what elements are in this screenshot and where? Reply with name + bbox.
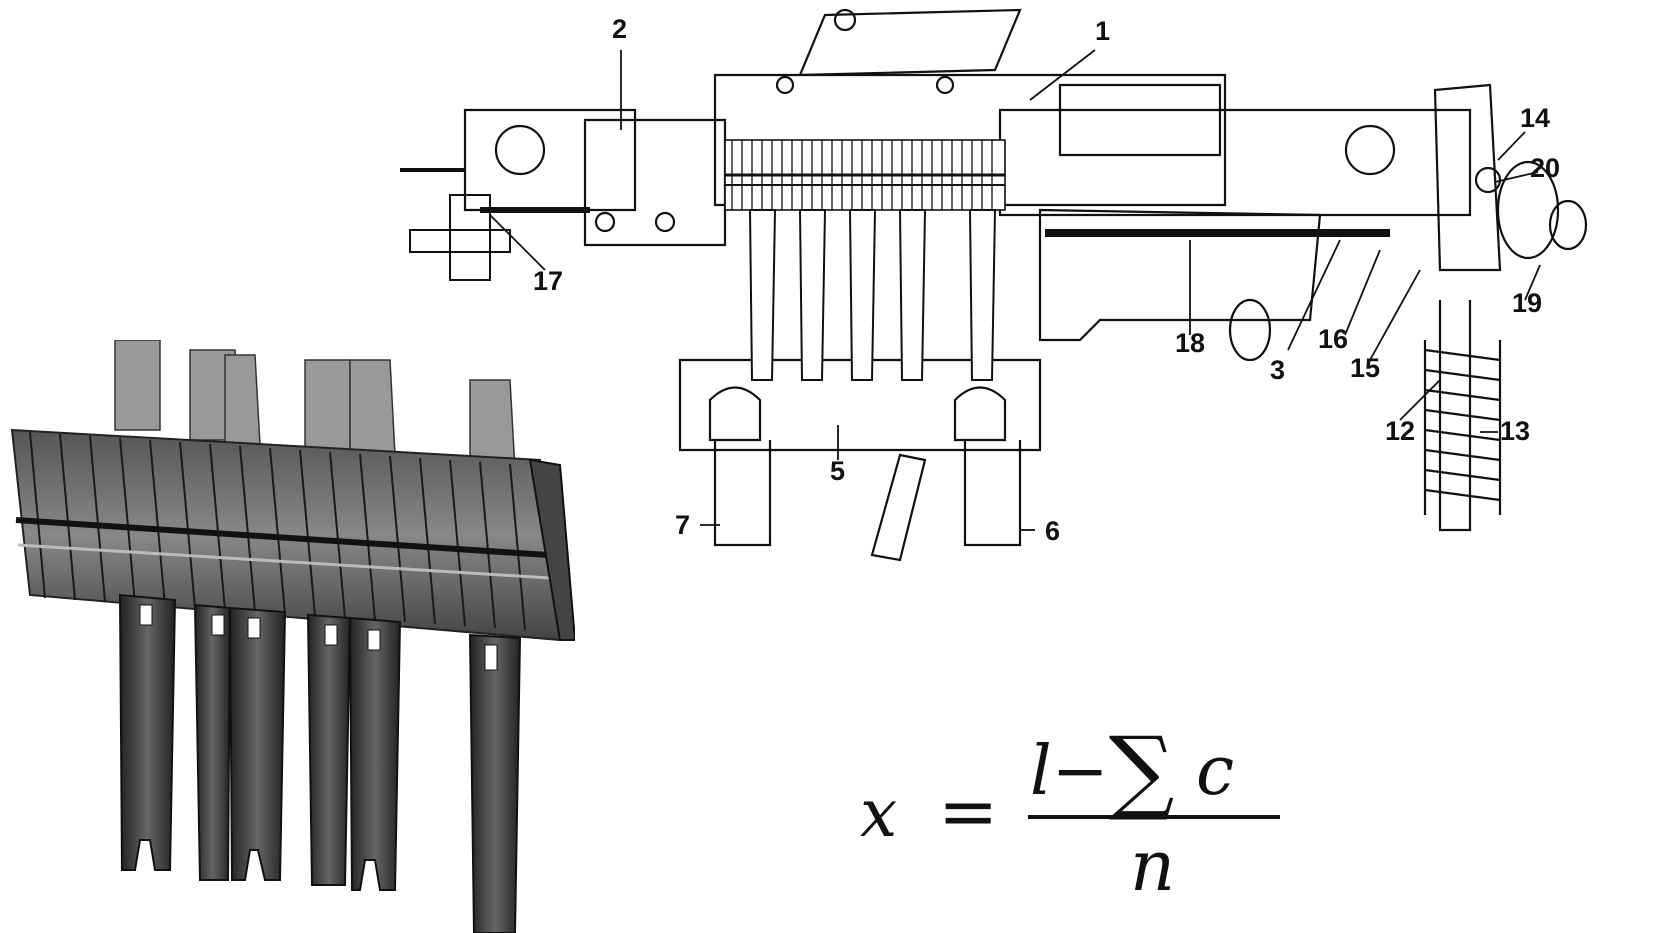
justification-formula: x = l−∑ c n: [860, 715, 1320, 925]
callout-16: 16: [1318, 324, 1349, 354]
top-plate: [798, 8, 1022, 77]
matrix-line-body: [10, 428, 575, 642]
callout-6: 6: [1045, 516, 1061, 546]
elevator-mechanism-drawing: [400, 8, 1588, 562]
formula-minus: −: [1051, 732, 1109, 811]
formula-equals: =: [938, 769, 999, 853]
spring-13: [1423, 340, 1502, 515]
matrix-stack: [724, 139, 1006, 381]
formula-denominator: n: [1130, 825, 1176, 907]
callout-17: 17: [533, 266, 564, 296]
right-bar: [998, 108, 1472, 217]
callout-15: 15: [1350, 353, 1381, 383]
callout-1: 1: [1095, 16, 1111, 46]
matrix-assembly-photo: [10, 340, 575, 933]
formula-c: c: [1196, 732, 1235, 811]
spaceband-stems: [118, 593, 522, 933]
formula-sigma: ∑: [1108, 717, 1175, 824]
formula-lhs: x: [860, 775, 898, 852]
callout-2: 2: [612, 14, 628, 44]
fraction-bar: [1028, 815, 1280, 819]
callout-5: 5: [830, 456, 846, 486]
callout-13: 13: [1500, 416, 1531, 446]
formula-numerator: l−∑ c: [1030, 709, 1235, 824]
callout-18: 18: [1175, 328, 1206, 358]
callout-12: 12: [1385, 416, 1416, 446]
left-block: [463, 108, 637, 212]
callout-19: 19: [1512, 288, 1543, 318]
main-bar: [713, 73, 1227, 207]
callout-14: 14: [1520, 103, 1551, 133]
end-casting: [1433, 83, 1502, 272]
callout-3: 3: [1270, 355, 1286, 385]
formula-l: l: [1030, 732, 1052, 811]
callout-20: 20: [1530, 153, 1561, 183]
block-2: [583, 118, 727, 247]
callout-7: 7: [675, 510, 691, 540]
